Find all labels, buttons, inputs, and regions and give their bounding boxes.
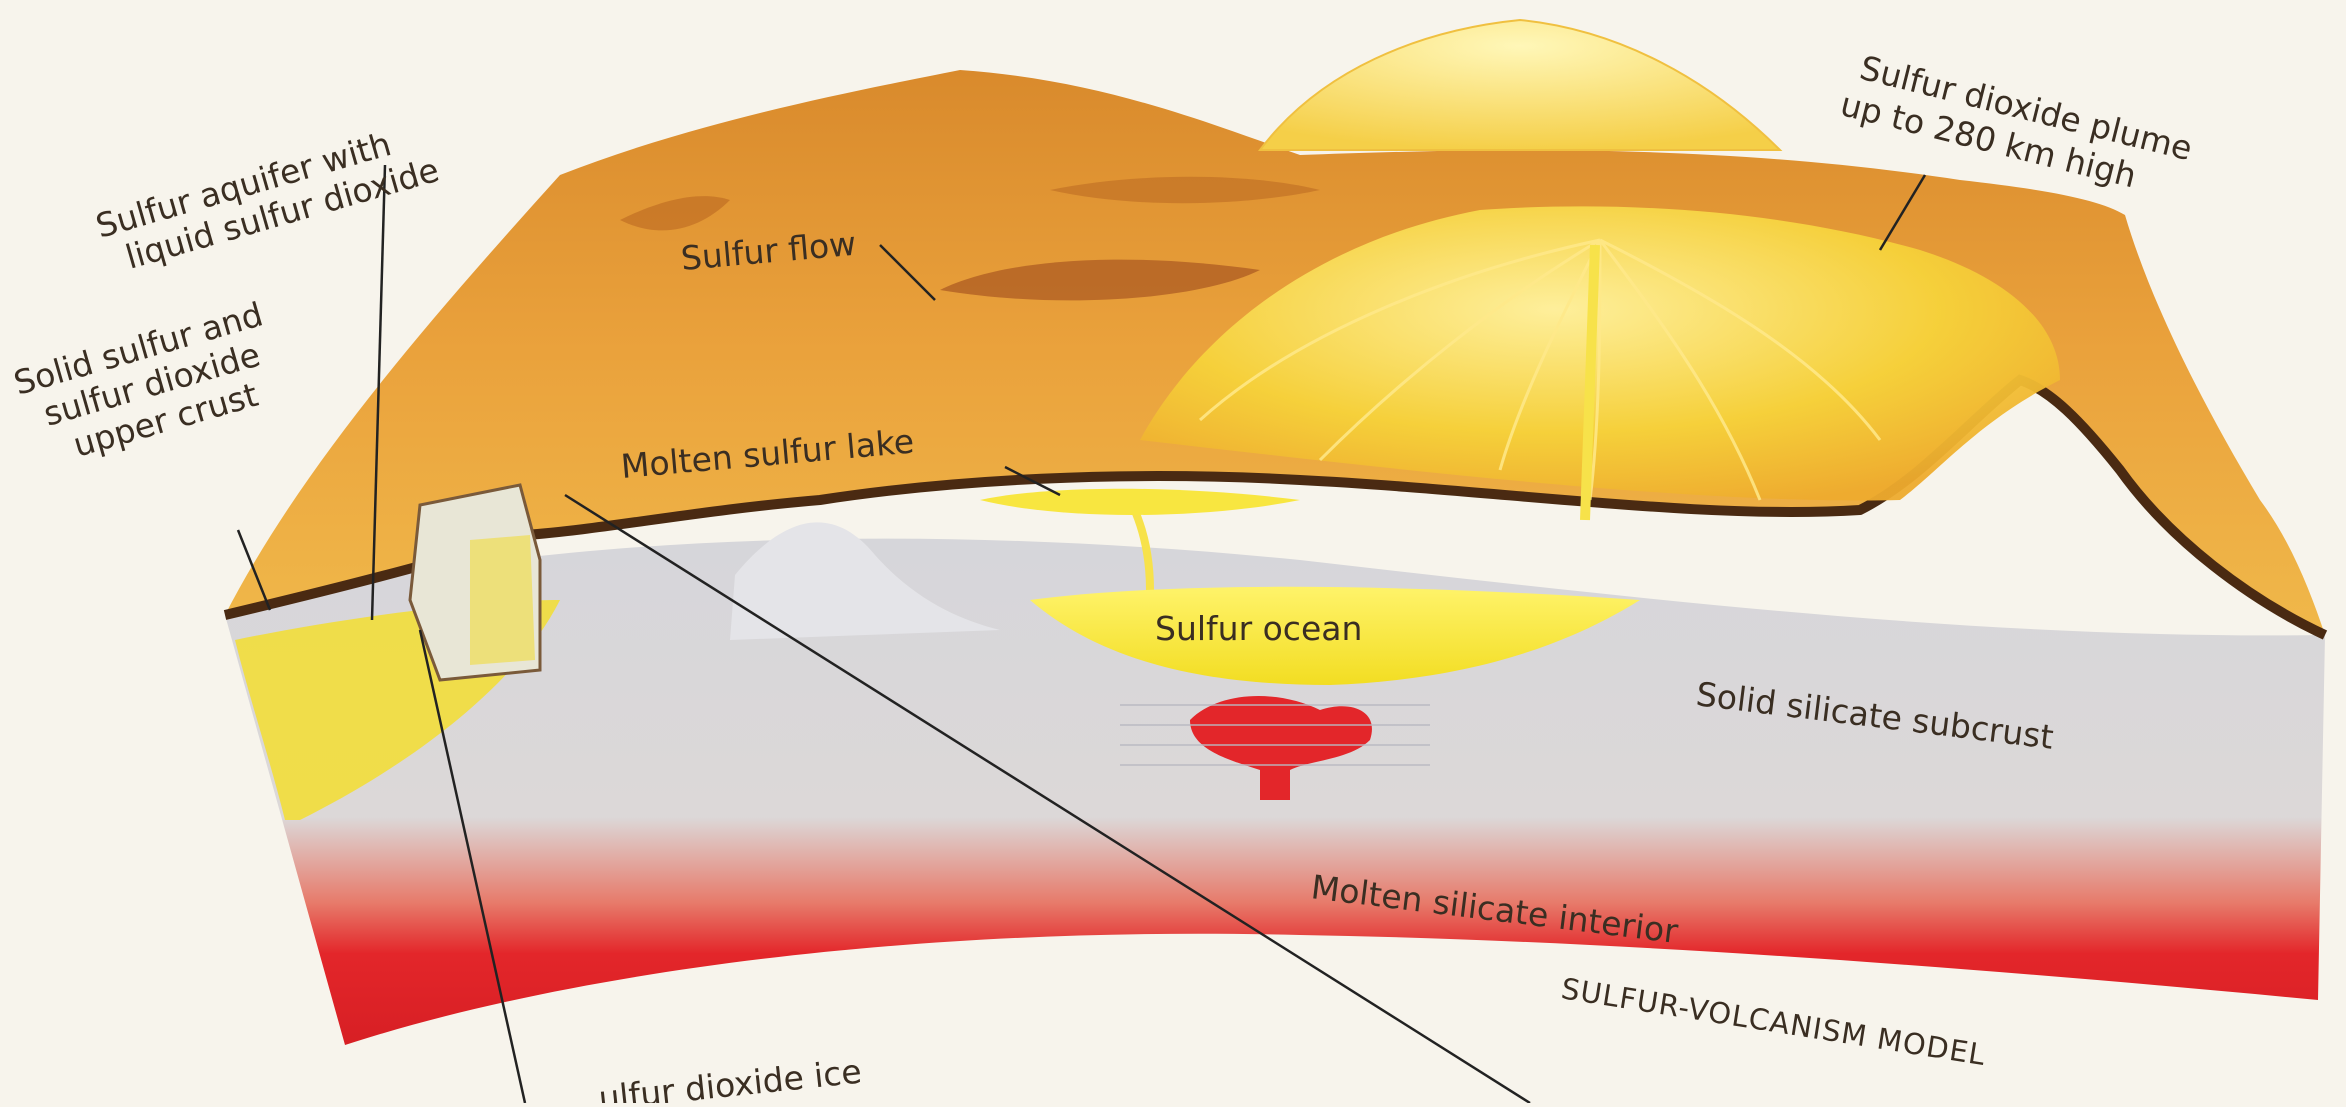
aquifer-label: Sulfur aquifer with liquid sulfur dioxid… — [91, 113, 443, 282]
aquifer-chamber — [470, 535, 535, 665]
molten-sulfur-lake — [980, 489, 1300, 515]
sulfur-ocean-label: Sulfur ocean — [1155, 609, 1362, 648]
plume-dome — [1260, 20, 1780, 150]
ice-label-partial: ulfur dioxide ice — [597, 1052, 864, 1103]
model-title: SULFUR-VOLCANISM MODEL — [1559, 971, 1988, 1072]
solid-crust-label: Solid sulfur and sulfur dioxide upper cr… — [9, 292, 298, 476]
